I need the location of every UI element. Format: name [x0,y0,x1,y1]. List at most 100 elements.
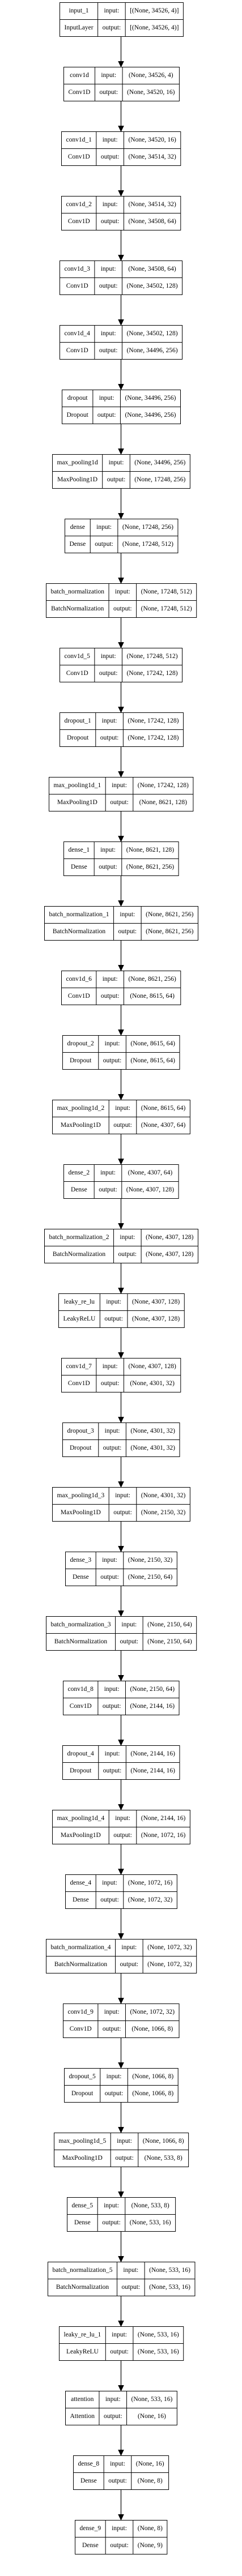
layer-type: BatchNormalization [53,928,105,935]
layer-type: Dense [73,1896,89,1903]
input-shape: (None, 533, 16) [149,2267,190,2274]
arrowhead-icon [118,1094,124,1101]
layer-name: dense_2 [69,1169,90,1176]
connector-arrow [118,1586,124,1617]
input-shape: (None, 8615, 64) [141,1105,186,1112]
layer-type: Dense [73,1574,89,1580]
connector-arrow [118,101,124,133]
output-label: output: [99,864,117,870]
output-shape: (None, 8) [138,2477,163,2484]
connector-arrow [118,1650,124,1682]
connector-arrow [118,746,124,778]
output-label: output: [101,218,120,225]
arrowhead-icon [118,2127,124,2134]
connector-arrow [118,2102,124,2134]
output-label: output: [99,283,118,289]
input-label: input: [103,1363,118,1370]
output-label: output: [103,1767,122,1774]
input-label: input: [106,1298,121,1305]
input-shape: (None, 4307, 128) [146,1234,193,1241]
connector-arrow [118,2037,124,2069]
layer-name: input_1 [69,7,88,14]
output-label: output: [99,670,118,677]
output-shape: (None, 2144, 16) [130,1703,175,1710]
layer-type: BatchNormalization [54,1961,107,1968]
input-label: input: [103,976,118,982]
output-label: output: [113,605,132,612]
output-shape: (None, 34496, 256) [126,347,177,354]
output-label: output: [105,2090,124,2097]
input-label: input: [105,2396,121,2403]
output-shape: (None, 2150, 64) [128,1574,173,1580]
input-label: input: [103,136,118,143]
output-label: output: [115,2155,134,2161]
output-label: output: [100,1896,119,1903]
layer-type: LeakyReLU [63,1315,96,1322]
connector-arrow [118,1456,124,1488]
input-label: input: [99,395,114,401]
layer-name: max_pooling1d [57,459,98,466]
input-label: input: [115,1105,130,1112]
layer-type: Dropout [70,1057,92,1064]
input-label: input: [101,72,116,79]
layer-name: dense_8 [78,2460,100,2467]
layer-type: Attention [70,2413,95,2420]
output-label: output: [104,1315,123,1322]
layer-type: MaxPooling1D [61,1122,101,1129]
connector-arrow [118,2360,124,2392]
output-shape: (None, 1072, 16) [141,1832,186,1839]
output-shape: (None, 4307, 64) [141,1122,186,1129]
output-shape: (None, 2150, 64) [147,1638,192,1645]
output-shape: (None, 533, 16) [130,2219,171,2226]
output-shape: (None, 34496, 256) [125,412,176,418]
output-label: output: [103,2026,121,2032]
output-shape: (None, 1066, 8) [132,2090,173,2097]
output-shape: (None, 34508, 64) [128,218,176,225]
connector-arrow [118,940,124,972]
input-shape: (None, 16) [136,2460,164,2467]
layer-type: Conv1D [66,283,88,289]
layer-type: Dense [70,541,86,548]
arrowhead-icon [118,1223,124,1230]
output-shape: (None, 8621, 256) [126,864,174,870]
connector-arrow [118,553,124,584]
arrowhead-icon [118,1546,124,1553]
output-label: output: [100,1574,119,1580]
layer-type: Conv1D [68,993,90,999]
input-label: input: [104,2009,120,2015]
layer-type: Conv1D [68,218,90,225]
connector-arrow [118,1521,124,1553]
input-label: input: [112,2331,127,2338]
input-label: input: [121,1621,137,1628]
layer-type: Dropout [67,734,89,741]
connector-arrow [118,1069,124,1101]
connector-arrow [118,2167,124,2198]
input-label: input: [104,7,119,14]
arrowhead-icon [118,190,124,197]
layer-name: conv1d_8 [68,1686,94,1693]
output-label: output: [118,1251,137,1258]
connector-arrow [118,1327,124,1359]
output-shape: (None, 34502, 128) [126,283,177,289]
layer-name: leaky_re_lu_1 [64,2331,101,2338]
output-label: output: [101,153,120,160]
output-shape: (None, 533, 8) [145,2155,182,2161]
layer-type: Conv1D [66,670,88,677]
connector-arrow [118,1005,124,1036]
input-label: input: [105,1428,120,1434]
connector-arrow [118,294,124,326]
input-label: input: [104,2202,119,2209]
arrowhead-icon [118,1869,124,1876]
connector-arrow [118,165,124,197]
layer-name: attention [71,2396,94,2403]
input-label: input: [100,1169,116,1176]
output-label: output: [103,1445,122,1451]
output-label: output: [101,1380,120,1387]
